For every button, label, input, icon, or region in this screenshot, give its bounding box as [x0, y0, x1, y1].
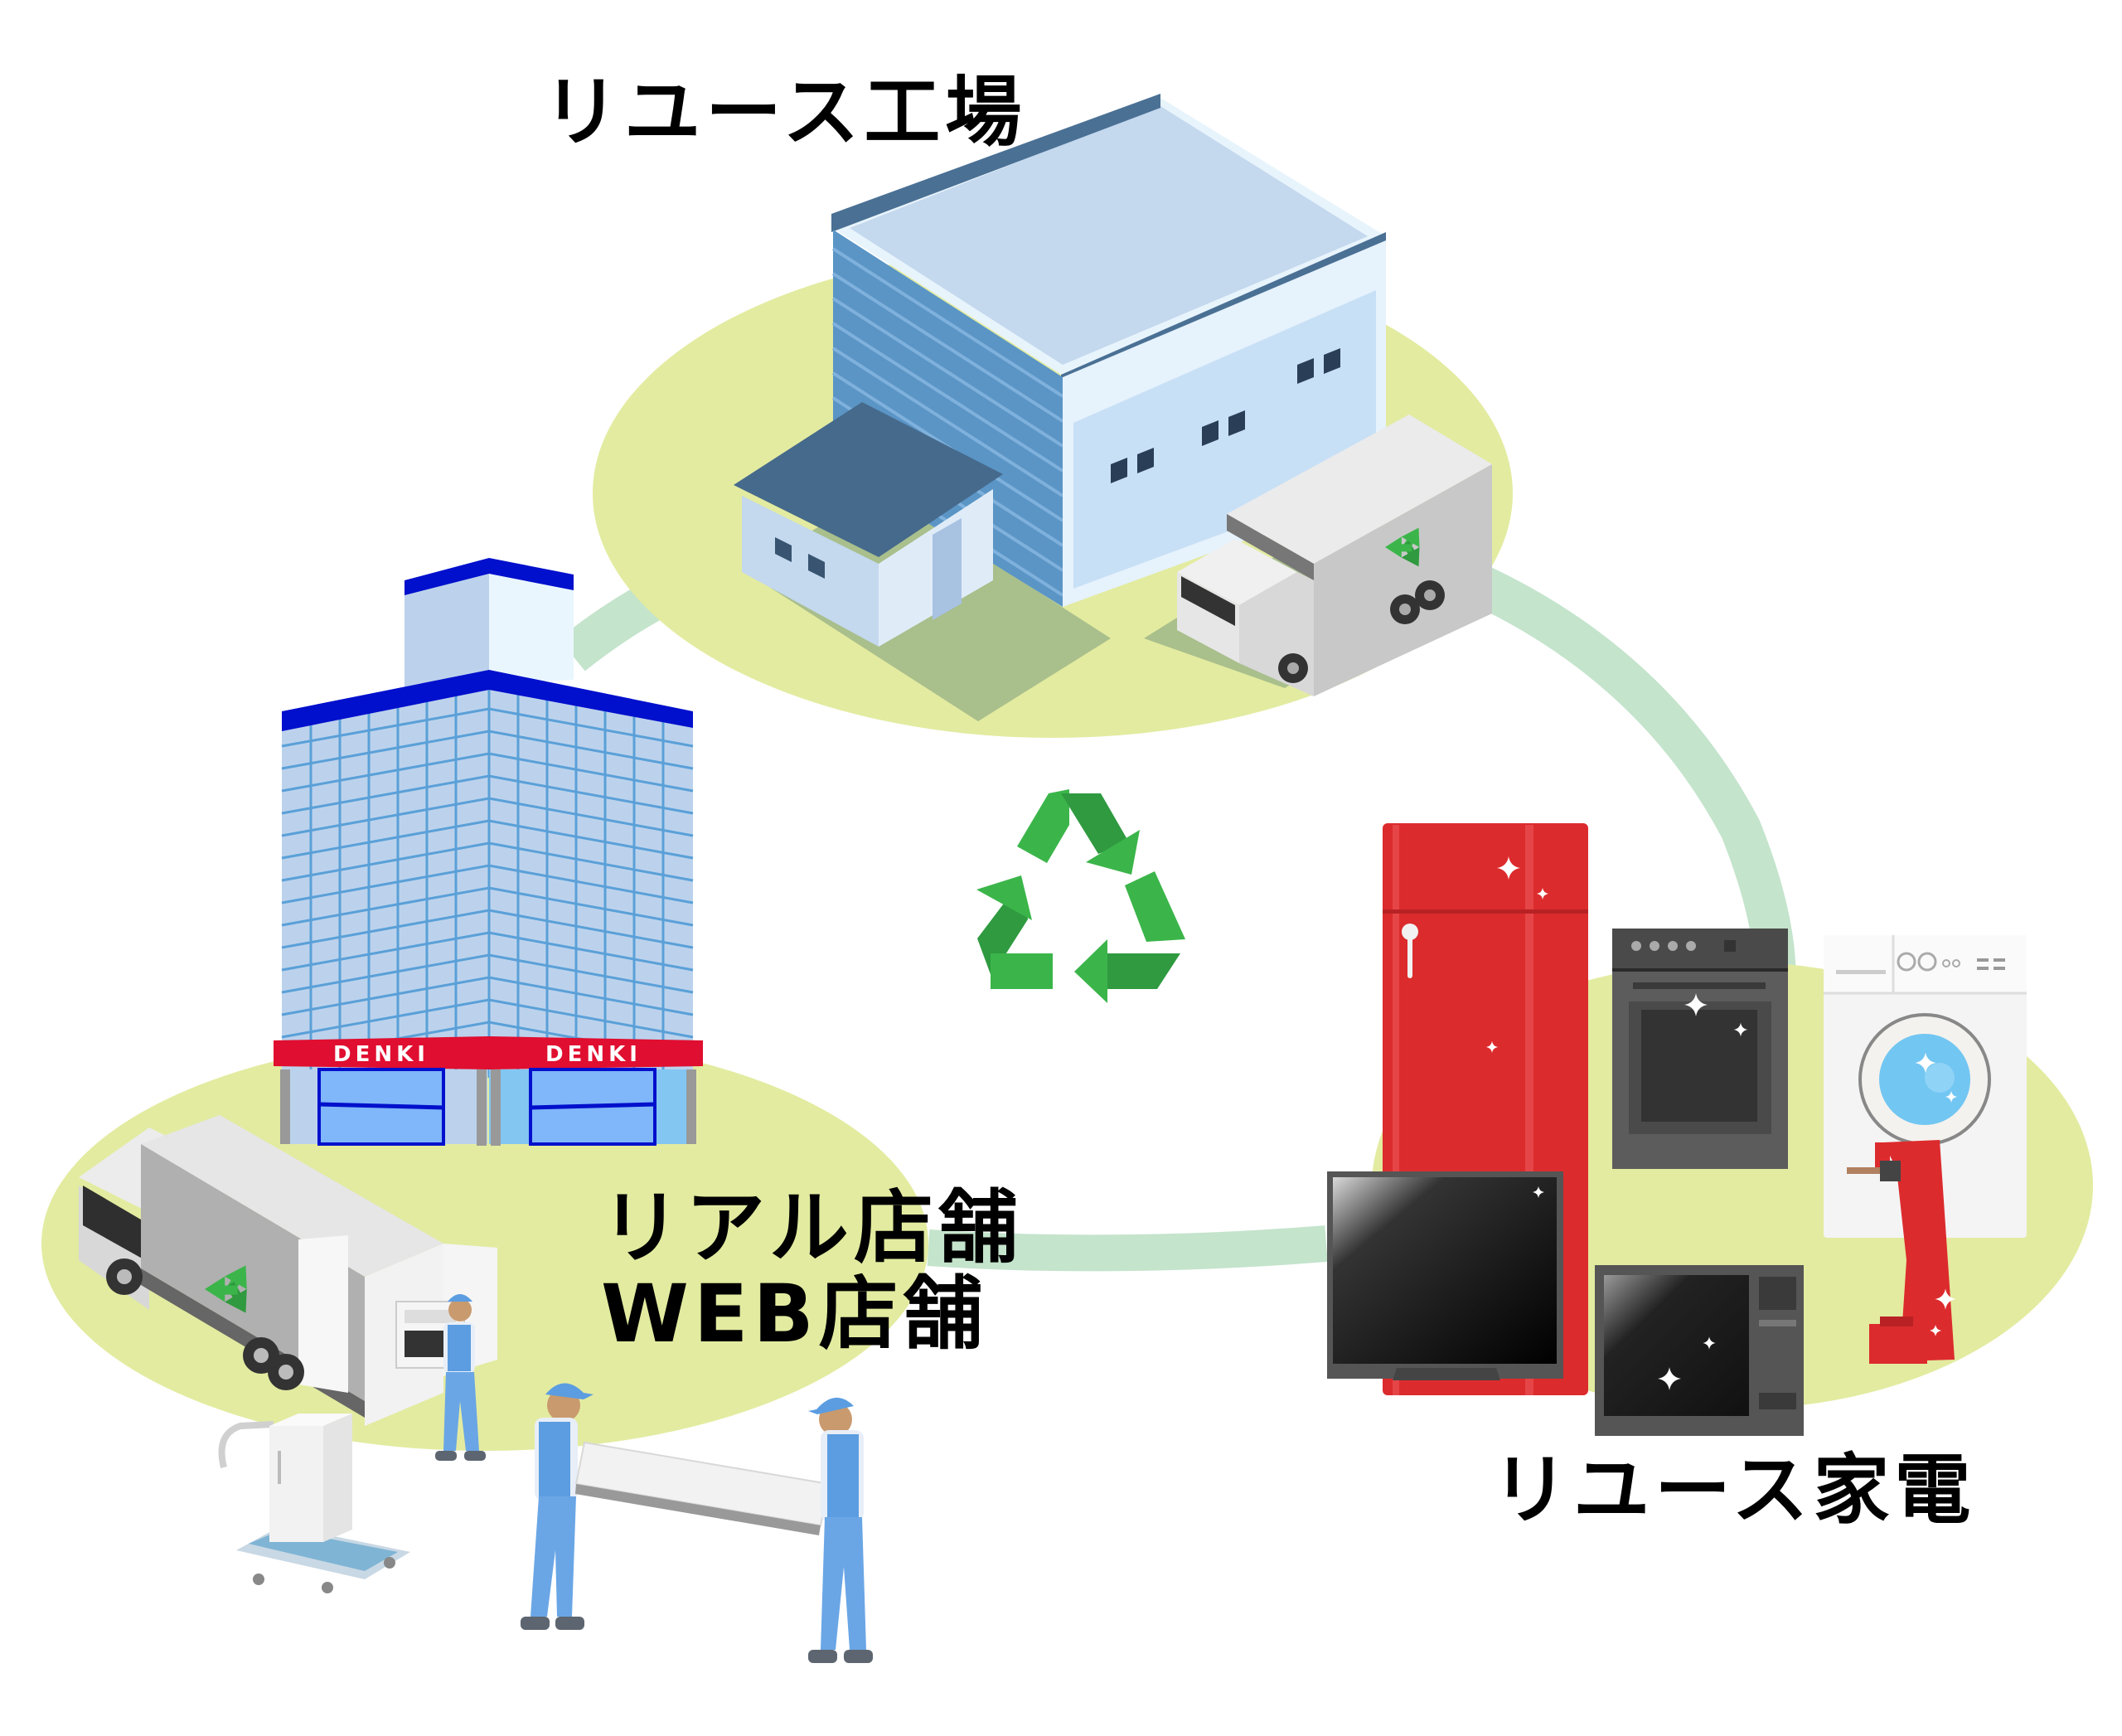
worker-carrying-right: [808, 1397, 873, 1663]
factory-label: リユース工場: [543, 68, 1027, 157]
appliances-label: リユース家電: [1492, 1446, 1976, 1535]
recycle-icon: [976, 789, 1185, 1003]
oven: [1612, 929, 1788, 1169]
worker-carrying-left: [521, 1383, 593, 1630]
window-grid: [281, 681, 694, 1078]
store-sign-left: DENKI: [333, 1042, 429, 1067]
store-label-line-2: WEB店舗: [601, 1267, 988, 1360]
store-truck: [79, 1115, 497, 1426]
store-label: リアル店舗 WEB店舗: [601, 1181, 1024, 1360]
store-sign-right: DENKI: [545, 1042, 642, 1067]
stand-mixer: [1847, 1140, 1956, 1364]
worker-unloading: [435, 1294, 486, 1461]
air-conditioner-unit: [574, 1441, 831, 1535]
microwave: [1595, 1265, 1804, 1436]
store-label-line-1: リアル店舗: [601, 1181, 1024, 1274]
television: [1327, 1171, 1563, 1380]
washing-machine: [1824, 935, 2027, 1238]
store-sign: [274, 1036, 703, 1069]
factory-truck: [1144, 415, 1492, 696]
store-building: DENKI DENKI: [274, 558, 703, 1146]
fridge-on-cart: [218, 1414, 410, 1593]
